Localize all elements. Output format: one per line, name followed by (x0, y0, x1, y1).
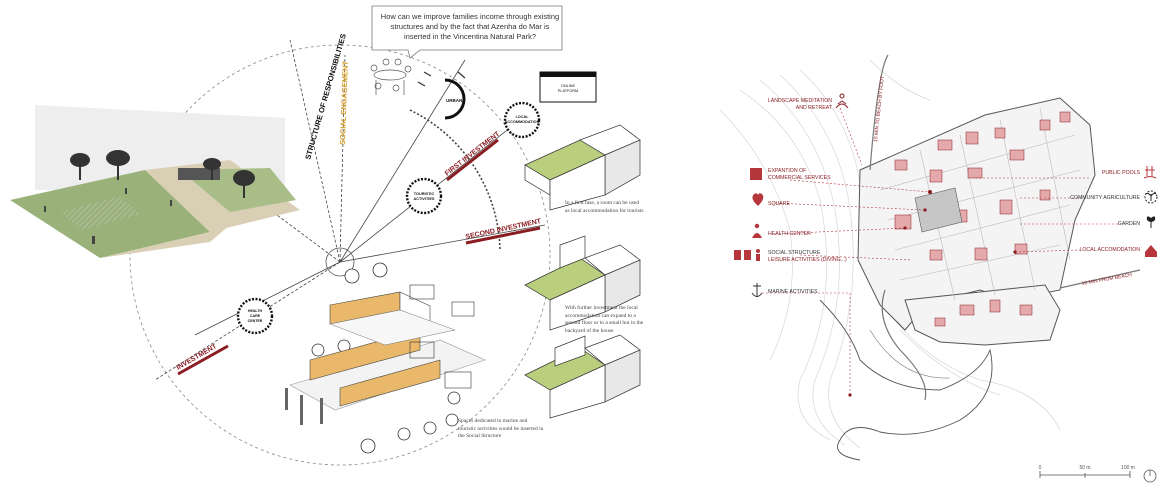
note-further-investment: With further investment the local accomm… (565, 305, 644, 334)
note-first-phase: In a first fase, a room can be used as l… (565, 200, 644, 214)
inner-ring-arc (409, 109, 501, 251)
svg-text:INVESTMENT: INVESTMENT (176, 343, 219, 372)
radial-diagram: STRUCTURE OF RESPONSIBILITIES SOCIAL ENG… (10, 5, 641, 466)
road-label-from-beach: 10 MIN FROM BEACH (1081, 272, 1132, 287)
svg-text:SOCIAL STRUCTURE: SOCIAL STRUCTURE (768, 250, 821, 256)
svg-text:LOCAL: LOCAL (515, 115, 529, 119)
roads (869, 54, 1141, 401)
svg-text:LOCAL ACCOMODATION: LOCAL ACCOMODATION (1079, 247, 1140, 253)
note-spaces: Spaces dedicated to marine and touristic… (458, 418, 544, 439)
svg-text:SQUARE: SQUARE (768, 201, 790, 207)
coastline (819, 299, 993, 461)
node-health-care: HEALTH CARE CENTER (236, 297, 274, 335)
landscape-perspective (10, 105, 300, 258)
left-label-marine: MARINE ACTIVITIES (751, 283, 818, 297)
right-leaders (975, 177, 1120, 253)
radial-label-first: FIRST INVESTMENT (444, 130, 502, 182)
svg-text:GARDEN: GARDEN (1118, 221, 1140, 227)
svg-text:COMMERCIAL SERVICES: COMMERCIAL SERVICES (768, 175, 831, 181)
svg-text:EXPANTION OF: EXPANTION OF (768, 168, 806, 174)
flower-icon (1146, 216, 1156, 228)
node-touristic-activities: TOURISTIC ACTIVITIES (405, 177, 443, 215)
people-table-sketch (370, 58, 412, 95)
svg-text:LANDSCAPE MEDITATION: LANDSCAPE MEDITATION (768, 98, 832, 104)
svg-text:HEALTH CENTER: HEALTH CENTER (768, 231, 811, 237)
house-axonometric-2 (524, 235, 641, 331)
sprout-icon (1144, 190, 1158, 204)
axonometric-buildings (285, 284, 486, 425)
site-map: 15 MIN TO BEACH BY FOOT 10 MIN FROM BEAC… (719, 54, 1158, 483)
node-urban: URBAN (444, 78, 466, 120)
left-label-meditation: LANDSCAPE MEDITATION AND RETREAT (768, 93, 849, 111)
scale-end: 100 m (1121, 465, 1135, 471)
left-leaders (762, 107, 931, 395)
svg-text:COMMUNITY AGRICULTURE: COMMUNITY AGRICULTURE (1070, 195, 1140, 201)
left-label-social: SOCIAL STRUCTURE LEISURE ACTIVITIES (DIV… (734, 249, 847, 263)
house-axonometric-3 (524, 334, 641, 419)
svg-text:LEISURE ACTIVITIES (DIVING...): LEISURE ACTIVITIES (DIVING...) (768, 257, 847, 263)
right-label-agriculture: COMMUNITY AGRICULTURE (1070, 190, 1158, 204)
svg-text:FIRST INVESTMENT: FIRST INVESTMENT (444, 130, 502, 177)
node-local-accommodation: LOCAL ACCOMMODATION (503, 101, 541, 139)
left-label-health: HEALTH CENTER (752, 223, 811, 238)
people-icon (734, 249, 760, 261)
anchor-icon (751, 283, 763, 297)
health-icon (752, 223, 762, 238)
highlighted-blocks (894, 111, 1071, 327)
left-label-square: SQUARE (752, 193, 790, 207)
square-area (914, 187, 963, 233)
svg-text:ACCOMMODATION: ACCOMMODATION (505, 120, 540, 124)
svg-text:CARE: CARE (250, 314, 261, 318)
svg-text:SOCIAL ENGAGEMENT: SOCIAL ENGAGEMENT (338, 60, 350, 145)
svg-text:MARINE ACTIVITIES: MARINE ACTIVITIES (768, 289, 818, 295)
left-label-commercial: EXPANTION OF COMMERCIAL SERVICES (750, 168, 831, 181)
right-label-garden: GARDEN (1118, 216, 1156, 228)
right-label-pools: PUBLIC POOLS (1102, 166, 1157, 179)
heart-icon (752, 193, 764, 206)
svg-text:ONLINE: ONLINE (561, 84, 576, 88)
svg-text:CENTER: CENTER (248, 319, 263, 323)
svg-text:HEALTH: HEALTH (248, 309, 263, 313)
svg-text:AND RETREAT: AND RETREAT (796, 105, 833, 111)
svg-text:URBAN: URBAN (446, 98, 462, 103)
hub-icons (311, 262, 461, 454)
shop-icon (750, 168, 762, 180)
outer-ring (129, 44, 551, 466)
svg-text:PLATFORM: PLATFORM (558, 89, 578, 93)
online-platform-window: ONLINE PLATFORM (539, 71, 597, 103)
radial-label-second: SECOND INVESTMENT (465, 218, 542, 245)
road-label-beach-walk: 15 MIN TO BEACH BY FOOT (873, 76, 886, 142)
scale-zero: 0 (1039, 465, 1042, 471)
scale-bar: 0 50 m 100 m (1039, 465, 1135, 478)
question-bubble (371, 5, 563, 59)
radial-label-investment: INVESTMENT (176, 343, 229, 376)
pool-icon (1143, 166, 1157, 179)
right-label-accommodation: LOCAL ACCOMODATION (1079, 245, 1157, 257)
question-text: How can we improve families income throu… (380, 12, 560, 41)
scale-mid: 50 m (1079, 465, 1090, 471)
meditation-icon (835, 93, 849, 109)
house-icon (1145, 245, 1157, 257)
radial-label-social: SOCIAL ENGAGEMENT (338, 60, 350, 145)
house-axonometric-1 (524, 124, 641, 211)
svg-text:TOURISTIC: TOURISTIC (414, 192, 435, 196)
map-dots (848, 190, 1017, 397)
svg-text:PUBLIC POOLS: PUBLIC POOLS (1102, 170, 1141, 176)
svg-text:ACTIVITIES: ACTIVITIES (414, 197, 435, 201)
hub-circle (325, 247, 355, 277)
north-arrow-icon (1143, 469, 1157, 483)
